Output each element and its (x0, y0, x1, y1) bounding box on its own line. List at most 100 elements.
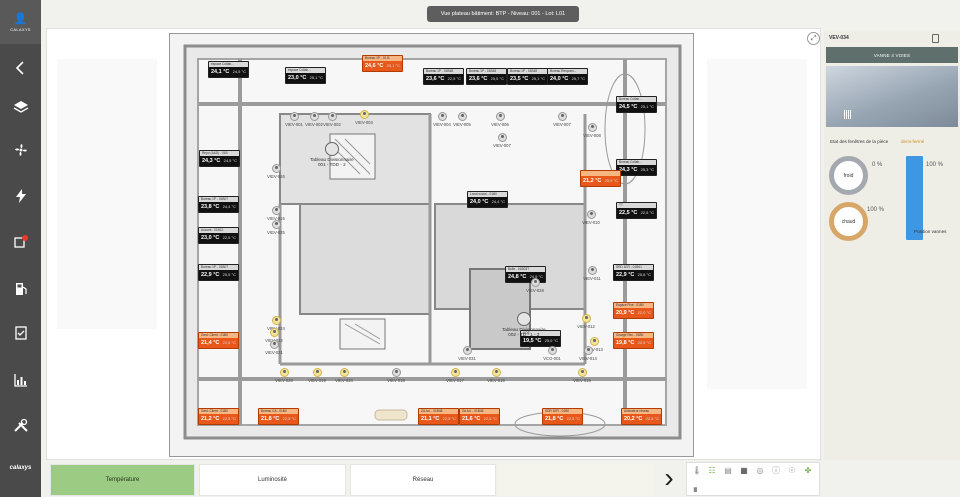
valve-marker[interactable]: VIEV-019 (303, 368, 331, 383)
tab-temperature[interactable]: Température (50, 464, 195, 496)
equipment-photo (826, 66, 958, 127)
valve-marker[interactable]: VIEV-003 (350, 110, 378, 125)
compass-icon[interactable]: ◎ (756, 466, 764, 475)
sidebar-back[interactable] (8, 55, 33, 80)
valve-marker[interactable]: VIEV-005 (448, 112, 476, 127)
table-icon[interactable]: ▤ (724, 466, 732, 475)
network-icon[interactable]: ✤ (804, 466, 812, 475)
document-icon[interactable] (932, 34, 939, 43)
valve-icon (271, 220, 281, 229)
valve-marker[interactable]: VIEV-016 (482, 368, 510, 383)
valve-marker[interactable]: VIEV-014 (574, 346, 602, 361)
valve-marker[interactable]: VIEV-006 (486, 112, 514, 127)
sidebar-alerts[interactable] (8, 229, 33, 254)
sidebar-layers[interactable] (8, 94, 33, 119)
panel-icon (516, 312, 531, 326)
bulb-icon[interactable]: ☉ (788, 466, 796, 475)
sidebar-ventilation[interactable] (8, 137, 33, 162)
valve-marker[interactable]: VIEV-018 (382, 368, 410, 383)
valve-icon (339, 368, 349, 377)
valve-marker[interactable]: VIEV-015 (568, 368, 596, 383)
tab-luminosite[interactable]: Luminosité (199, 464, 346, 496)
valve-marker[interactable]: VIEV-012 (572, 314, 600, 329)
valve-marker[interactable]: VIEV-007 (488, 133, 516, 148)
tab-reseau[interactable]: Réseau (350, 464, 496, 496)
chart-icon[interactable]: ▖ (693, 483, 701, 492)
valve-gauge-label: Position vannes (914, 229, 947, 234)
grid-icon[interactable]: ☷ (708, 466, 716, 475)
valve-marker[interactable]: VIEV-007 (548, 112, 576, 127)
hot-percent: 100 % (867, 207, 885, 213)
valve-percent: 100 % (926, 162, 944, 168)
valve-marker[interactable]: VIEV-004 (428, 112, 456, 127)
valve-marker[interactable]: VIEV-028 (521, 278, 549, 293)
valve-marker[interactable]: VIEV-013 (580, 337, 608, 352)
floorplan-icon[interactable]: ▦ (740, 466, 748, 475)
valve-marker[interactable]: VIEV-031 (453, 346, 481, 361)
expand-icon[interactable]: ⤢ (807, 32, 820, 45)
valve-icon (309, 112, 319, 121)
valve-gauge (906, 156, 923, 240)
valve-icon (289, 112, 299, 121)
sidebar-tools[interactable] (8, 412, 33, 437)
valve-marker[interactable]: VIEV-020 (270, 368, 298, 383)
sidebar-stats[interactable] (8, 367, 33, 392)
valve-marker[interactable]: VIEV-011 (578, 266, 606, 281)
valve-marker[interactable]: VIEV-017 (441, 368, 469, 383)
valve-marker[interactable]: VIEV-001 (280, 112, 308, 127)
valve-icon (577, 368, 587, 377)
info-icon[interactable]: ⓘ (772, 466, 780, 475)
sidebar-energy[interactable] (8, 183, 33, 208)
user-menu[interactable]: 👤 CALAXYS (0, 0, 41, 44)
layers-icon (13, 100, 28, 113)
valve-marker[interactable]: VIEV-026 (262, 164, 290, 179)
valve-marker[interactable]: VIEV-021 (260, 340, 288, 355)
thermometer-icon[interactable]: 🌡 (692, 466, 703, 475)
valve-marker[interactable]: VCO-001 (538, 346, 566, 361)
sidebar-reports[interactable] (8, 320, 33, 345)
detail-panel: VEV-034 VANNE 4 VOIES Etat des fenêtres … (824, 31, 960, 460)
valve-marker[interactable]: VIEV-016 (262, 206, 290, 221)
sidebar-meter[interactable] (8, 276, 33, 301)
equipment-type-banner: VANNE 4 VOIES (826, 47, 958, 63)
valve-marker[interactable]: VIEV-002 (318, 112, 346, 127)
valve-icon (457, 112, 467, 121)
valve-marker[interactable]: VIEV-002 (300, 112, 328, 127)
valve-marker[interactable]: VIEV-008 (578, 123, 606, 138)
valve-marker[interactable]: VIEV-025 (262, 220, 290, 235)
next-tabs-button[interactable]: › (664, 462, 674, 493)
valve-marker[interactable]: VIEV-034 (330, 368, 358, 383)
valve-icon (581, 314, 591, 323)
valve-marker[interactable]: VIEV-010 (577, 210, 605, 225)
